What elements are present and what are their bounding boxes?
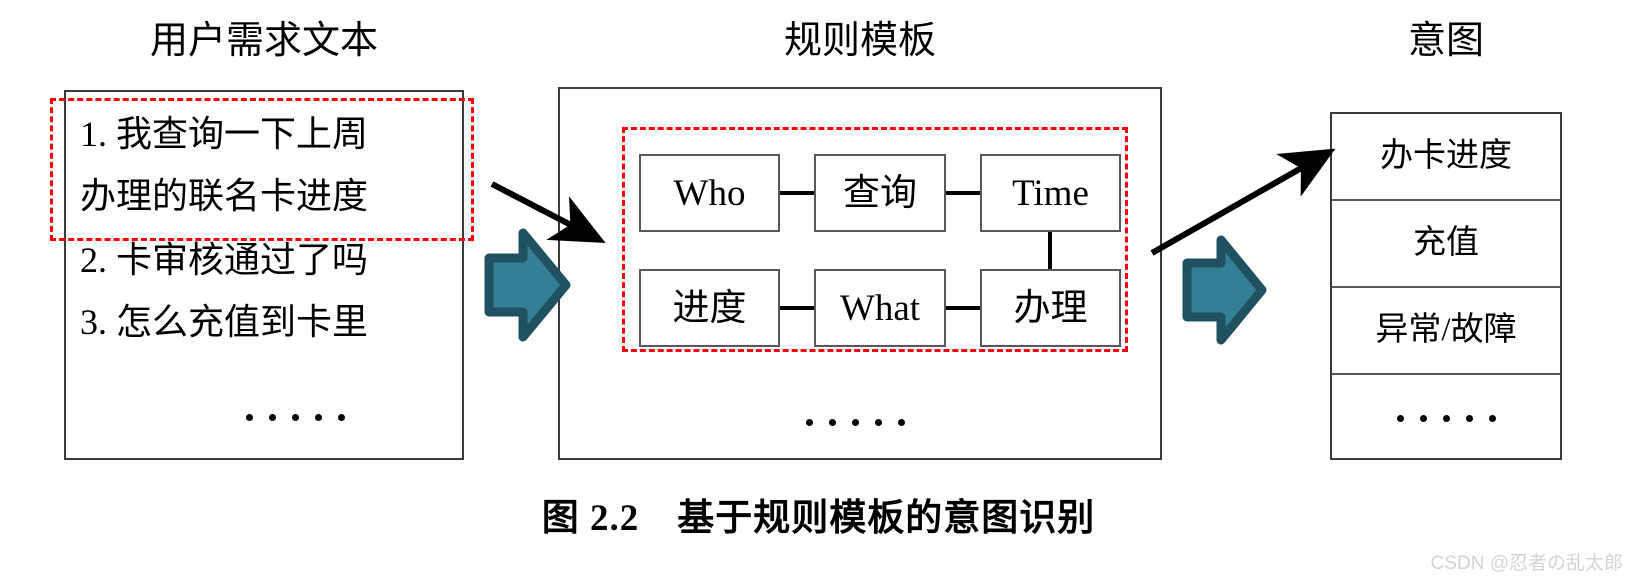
rule-template-box: Who 查询 Time 进度 What 办理 bbox=[558, 87, 1162, 460]
template-node-banli: 办理 bbox=[980, 269, 1121, 347]
connector-jindu-what bbox=[780, 306, 814, 310]
intent-row-4 bbox=[1332, 375, 1560, 462]
middle-panel-title: 规则模板 bbox=[783, 20, 936, 62]
requirement-line-2: 办理的联名卡进度 bbox=[80, 176, 369, 216]
right-panel-title: 意图 bbox=[1407, 20, 1484, 62]
left-panel-ellipsis bbox=[246, 414, 345, 421]
middle-panel-ellipsis bbox=[806, 419, 905, 426]
intent-row-3: 异常/故障 bbox=[1332, 288, 1560, 375]
template-node-who: Who bbox=[639, 154, 780, 232]
template-node-jindu: 进度 bbox=[639, 269, 780, 347]
right-panel-ellipsis bbox=[1396, 415, 1496, 422]
requirement-line-1: 1. 我查询一下上周 bbox=[80, 114, 369, 154]
template-node-time: Time bbox=[980, 154, 1121, 232]
requirement-line-3: 2. 卡审核通过了吗 bbox=[80, 240, 369, 280]
csdn-watermark: CSDN @忍者の乱太郎 bbox=[1430, 553, 1623, 574]
connector-who-chaxun bbox=[780, 191, 814, 195]
connector-chaxun-time bbox=[946, 191, 980, 195]
intent-list-box: 办卡进度 充值 异常/故障 bbox=[1330, 112, 1562, 460]
requirement-line-4: 3. 怎么充值到卡里 bbox=[80, 302, 369, 342]
user-requirement-text-box: 1. 我查询一下上周 办理的联名卡进度 2. 卡审核通过了吗 3. 怎么充值到卡… bbox=[64, 90, 464, 460]
connector-time-banli bbox=[1048, 232, 1052, 269]
figure-caption: 图 2.2 基于规则模板的意图识别 bbox=[541, 498, 1096, 539]
left-panel-title: 用户需求文本 bbox=[149, 20, 378, 62]
intent-row-2: 充值 bbox=[1332, 201, 1560, 288]
stage-1-block-arrow-icon bbox=[484, 228, 571, 342]
intent-row-1: 办卡进度 bbox=[1332, 114, 1560, 201]
connector-what-banli bbox=[946, 306, 980, 310]
stage-2-block-arrow-icon bbox=[1182, 235, 1267, 345]
template-node-chaxun: 查询 bbox=[814, 154, 946, 232]
arrow-template-to-intent bbox=[1150, 148, 1336, 256]
template-node-what: What bbox=[814, 269, 946, 347]
